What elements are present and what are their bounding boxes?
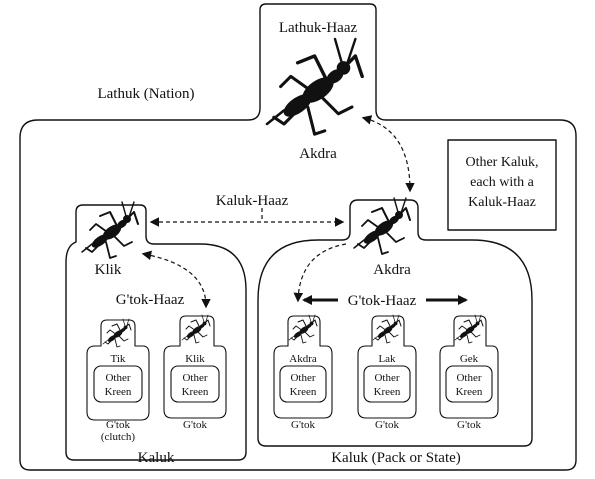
gtok-caption2-left-1: (clutch) (101, 431, 136, 443)
right-kaluk-footer: Kaluk (Pack or State) (331, 450, 461, 466)
right-kaluk-leader-name: Akdra (373, 262, 411, 278)
gtok-name-right-2: Lak (378, 353, 396, 365)
other-kaluk-note-box (447, 139, 557, 231)
gtok-other-left-2-a: Other (182, 372, 207, 384)
dashed-arrow-nation-to-right-kaluk (361, 115, 415, 193)
gtok-other-left-2-b: Kreen (182, 386, 209, 398)
lathuk-haaz-label: Lathuk-Haaz (279, 20, 358, 36)
other-kreen-box-left-2 (170, 365, 220, 403)
left-kaluk-leader-name: Klik (95, 262, 122, 278)
right-gtok-haaz-label: G'tok-Haaz (348, 293, 417, 309)
other-kreen-box-right-2 (363, 365, 411, 403)
gtok-caption-right-2: G'tok (375, 419, 399, 431)
left-kaluk-footer: Kaluk (138, 450, 175, 466)
gtok-caption-left-1: G'tok (106, 419, 130, 431)
gtok-caption-right-3: G'tok (457, 419, 481, 431)
gtok-other-right-3-a: Other (456, 372, 481, 384)
gtok-other-right-2-a: Other (374, 372, 399, 384)
gtok-other-right-1-a: Other (290, 372, 315, 384)
left-gtok-haaz-label: G'tok-Haaz (116, 292, 185, 308)
other-kaluk-note-line-1: Other Kaluk, (465, 155, 538, 170)
nation-label: Lathuk (Nation) (97, 86, 194, 102)
gtok-other-right-2-b: Kreen (374, 386, 401, 398)
gtok-name-left-1: Tik (111, 353, 126, 365)
other-kreen-box-right-3 (445, 365, 493, 403)
dashed-arrow-left-gtok-haaz (141, 250, 211, 309)
gtok-caption-right-1: G'tok (291, 419, 315, 431)
dashed-arrow-right-gtok-haaz (293, 243, 347, 303)
gtok-name-right-3: Gek (460, 353, 479, 365)
other-kaluk-note-line-3: Kaluk-Haaz (468, 195, 536, 210)
other-kaluk-note-line-2: each with a (470, 175, 535, 190)
gtok-other-left-1-a: Other (105, 372, 130, 384)
kaluk-haaz-label: Kaluk-Haaz (216, 193, 289, 209)
gtok-other-right-1-b: Kreen (290, 386, 317, 398)
gtok-name-right-1: Akdra (289, 353, 317, 365)
gtok-other-right-3-b: Kreen (456, 386, 483, 398)
gtok-name-left-2: Klik (185, 353, 205, 365)
lathuk-haaz-leader-name: Akdra (299, 146, 337, 162)
gtok-other-left-1-b: Kreen (105, 386, 132, 398)
gtok-caption-left-2: G'tok (183, 419, 207, 431)
other-kreen-box-left-1 (93, 365, 143, 403)
gtok-haaz-right-label-bg (338, 291, 426, 309)
other-kreen-box-right-1 (279, 365, 327, 403)
